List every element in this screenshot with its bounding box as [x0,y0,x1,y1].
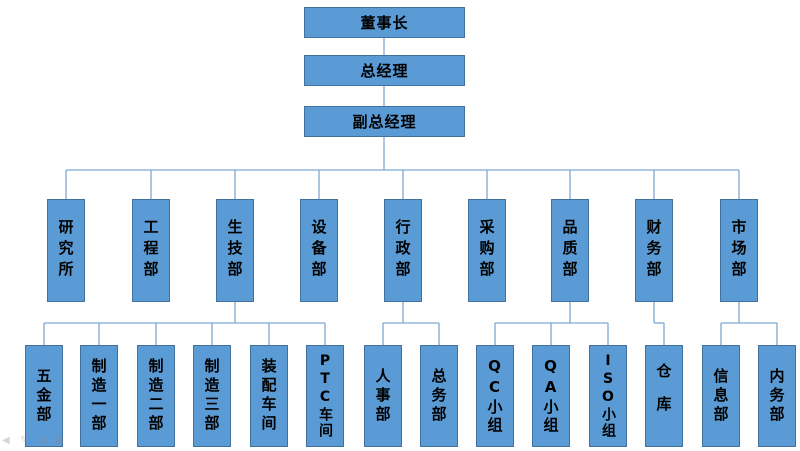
box-sub-general-affairs: 总务部 [420,345,458,447]
slide-nav-controls[interactable]: ◀ ✎ ▤ ▶ [2,433,80,449]
menu-icon[interactable]: ▤ [38,435,48,446]
box-sub-mfg1: 制造一部 [80,345,118,447]
box-dept-quality: 品质部 [551,199,589,302]
box-dept-procurement: 采购部 [468,199,506,302]
box-sub-info: 信息部 [702,345,740,447]
box-sub-mfg2: 制造二部 [137,345,175,447]
box-sub-qc: QC小组 [476,345,514,447]
box-sub-internal-affairs: 内务部 [758,345,796,447]
box-sub-qa: QA小组 [532,345,570,447]
box-vice-general-manager: 副总经理 [304,106,465,137]
box-dept-research: 研究所 [47,199,85,302]
box-dept-engineering: 工程部 [132,199,170,302]
box-sub-hardware: 五金部 [25,345,63,447]
next-arrow-icon[interactable]: ▶ [56,435,64,446]
box-chairman: 董事长 [304,7,465,38]
box-dept-production-tech: 生技部 [216,199,254,302]
box-dept-equipment: 设备部 [300,199,338,302]
box-sub-ptc: PTC车间 [306,345,344,447]
box-dept-marketing: 市场部 [720,199,758,302]
box-sub-warehouse: 仓库 [645,345,683,447]
box-sub-mfg3: 制造三部 [193,345,231,447]
box-sub-hr: 人事部 [364,345,402,447]
prev-arrow-icon[interactable]: ◀ [2,435,10,446]
box-sub-assembly: 装配车间 [250,345,288,447]
box-general-manager: 总经理 [304,55,465,86]
box-dept-admin: 行政部 [384,199,422,302]
box-sub-iso: ISO小组 [589,345,627,447]
pen-icon[interactable]: ✎ [20,435,29,446]
box-dept-finance: 财务部 [635,199,673,302]
